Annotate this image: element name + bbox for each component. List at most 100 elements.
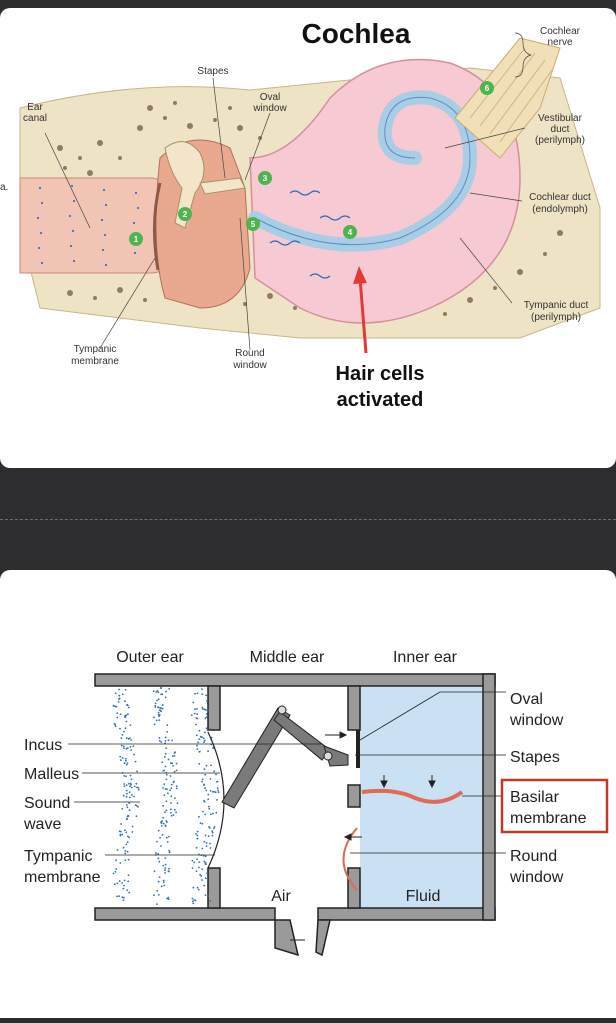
cochlear-nerve-label-line2: nerve	[547, 37, 572, 48]
sound-wave-dot	[156, 720, 158, 722]
basilar-membrane-label-line1: Basilar	[510, 789, 560, 806]
section-divider	[0, 519, 616, 520]
sound-wave-dot	[205, 718, 207, 720]
sound-wave-dot	[205, 695, 207, 697]
sound-wave-dot	[205, 894, 207, 896]
sound-wave-dot	[119, 862, 121, 864]
sound-wave-dot	[215, 812, 217, 814]
ear-canal-label-line2: canal	[23, 113, 47, 124]
sound-wave-dot	[122, 734, 124, 736]
sound-wave-dot	[192, 867, 194, 869]
sound-wave-dot	[210, 813, 212, 815]
sound-wave-dot	[193, 899, 195, 901]
sound-wave-dot	[208, 835, 210, 837]
sound-wave-dot	[164, 872, 166, 874]
incus-pivot	[278, 706, 286, 714]
sound-wave-dot	[171, 762, 173, 764]
sound-wave-dot	[195, 833, 197, 835]
sound-wave-dot	[210, 790, 212, 792]
sound-wave-dot	[197, 693, 199, 695]
sound-wave-dot	[173, 781, 175, 783]
sound-wave-dot	[123, 899, 125, 901]
sound-wave-dot	[158, 861, 160, 863]
sound-wave-dot	[164, 794, 166, 796]
sound-wave-dot	[128, 892, 130, 894]
sound-wave-dot	[124, 700, 126, 702]
sound-wave-dot	[172, 755, 174, 757]
sound-wave-dot	[114, 883, 116, 885]
sound-wave-dot	[164, 756, 166, 758]
sound-wave-dot	[159, 876, 161, 878]
sound-wave-dot	[207, 729, 209, 731]
sound-wave-dot	[133, 754, 135, 756]
sound-wave-dot	[155, 691, 157, 693]
sound-wave-dot	[171, 740, 173, 742]
sound-wave-dot	[126, 793, 128, 795]
sound-wave-dot	[131, 831, 133, 833]
sound-wave-label-line1: Sound	[24, 795, 70, 812]
sound-wave-dot	[138, 789, 140, 791]
sound-wave-dot	[209, 827, 211, 829]
oval-window-bar	[356, 730, 360, 768]
sound-wave-dot	[136, 815, 138, 817]
sound-wave-dot	[126, 796, 128, 798]
sound-wave-dot	[198, 867, 200, 869]
sound-wave-dot	[124, 880, 126, 882]
sound-wave-dot	[128, 707, 130, 709]
sound-wave-dot	[156, 841, 158, 843]
sound-wave-dot	[118, 689, 120, 691]
sound-wave-dot	[203, 861, 205, 863]
sound-wave-dot	[205, 790, 207, 792]
sound-wave-dot	[203, 784, 205, 786]
sound-wave-dot	[115, 692, 117, 694]
sound-wave-dot	[210, 764, 212, 766]
oval-window-label-line1: Oval	[510, 691, 543, 708]
sound-wave-dot	[161, 694, 163, 696]
sound-wave-dot	[177, 802, 179, 804]
sound-wave-dot	[128, 783, 130, 785]
sound-wave-dot	[120, 823, 122, 825]
sound-wave-dot	[125, 775, 127, 777]
sound-wave-dot	[170, 775, 172, 777]
step-5-label: 5	[251, 220, 256, 229]
sound-wave-dot	[118, 701, 120, 703]
sound-wave-dot	[124, 785, 126, 787]
stapes-label: Stapes	[510, 749, 560, 766]
tympanic-membrane-label-line1: Tympanic	[24, 848, 92, 865]
sound-wave-dot	[125, 727, 127, 729]
sound-wave-dot	[194, 713, 196, 715]
sound-wave-dot	[130, 749, 132, 751]
sound-wave-dot	[123, 731, 125, 733]
sound-wave-dot	[168, 688, 170, 690]
sound-wave-dot	[194, 708, 196, 710]
sound-wave-dot	[174, 751, 176, 753]
sound-wave-dot	[203, 768, 205, 770]
sound-wave-dot	[118, 698, 120, 700]
sound-wave-dot	[121, 737, 123, 739]
sound-wave-dot	[165, 766, 167, 768]
sound-wave-dot	[193, 862, 195, 864]
sound-wave-dot	[136, 787, 138, 789]
sound-wave-dot	[196, 734, 198, 736]
sound-wave-dot	[198, 889, 200, 891]
sound-wave-dot	[206, 873, 208, 875]
sound-wave-dot	[165, 753, 167, 755]
sound-wave-dot	[127, 841, 129, 843]
sound-wave-dot	[118, 695, 120, 697]
sound-wave-dot	[201, 879, 203, 881]
sound-wave-dot	[213, 770, 215, 772]
sound-wave-dot	[215, 791, 217, 793]
sound-wave-dot	[153, 894, 155, 896]
sound-wave-dot	[123, 897, 125, 899]
sound-wave-dot	[207, 794, 209, 796]
sound-wave-dot	[201, 693, 203, 695]
sound-wave-dot	[166, 774, 168, 776]
sound-wave-dot	[119, 756, 121, 758]
sound-wave-dot	[138, 787, 140, 789]
basilar-membrane-label-line2: membrane	[510, 810, 587, 827]
sound-wave-dot	[121, 808, 123, 810]
sound-wave-dot	[120, 713, 122, 715]
sound-wave-dot	[213, 827, 215, 829]
sound-wave-dot	[124, 853, 126, 855]
sound-wave-dot	[130, 739, 132, 741]
